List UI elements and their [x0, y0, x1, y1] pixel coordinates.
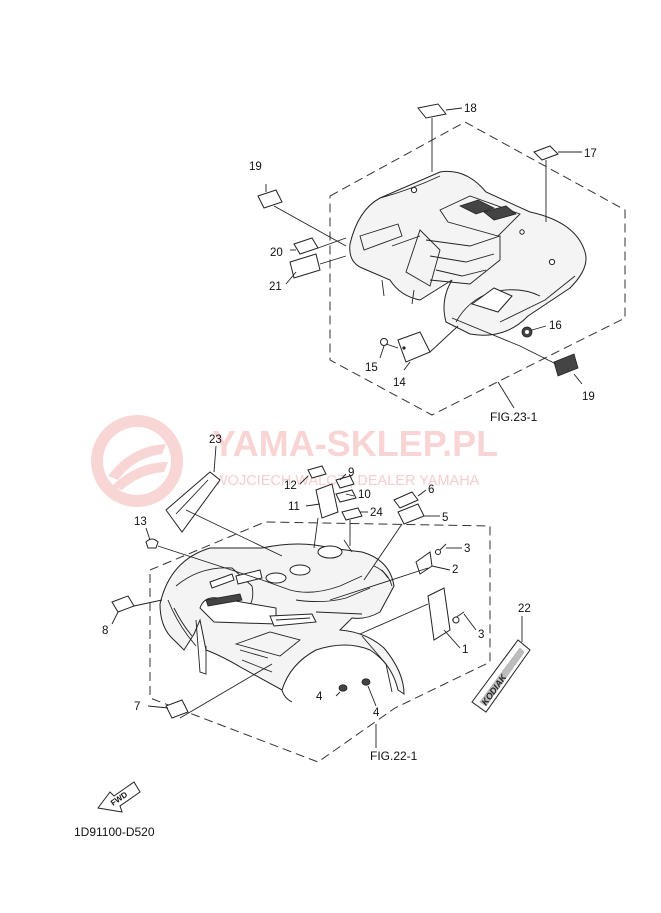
front-fender-group: KODIAK [102, 434, 531, 763]
panel-part-1 [427, 587, 451, 641]
callout-17: 17 [584, 148, 597, 160]
watermark-brand: YAMA-SKLEP.PL [212, 423, 498, 464]
rear-leaders [265, 107, 583, 409]
callout-4-left: 4 [316, 691, 323, 703]
callout-13: 13 [134, 516, 147, 528]
rear-fender-body [349, 170, 587, 347]
callout-7: 7 [134, 701, 140, 713]
cover-part-23 [165, 471, 221, 533]
callout-11: 11 [288, 501, 300, 513]
fwd-arrow-icon: FWD [97, 781, 141, 813]
rear-fender-group: 18 17 19 20 21 16 15 14 19 FIG.23-1 [249, 103, 626, 424]
decal-part-7 [165, 699, 189, 719]
nut-part-4-right [361, 678, 371, 686]
callout-14: 14 [393, 377, 406, 389]
decal-part-21 [289, 253, 321, 279]
decal-part-20 [293, 237, 319, 255]
callout-4-right: 4 [373, 707, 380, 719]
callout-12: 12 [284, 480, 297, 492]
reflector-part-19 [553, 353, 579, 377]
callout-5: 5 [442, 512, 448, 524]
bolt-part-3-upper [435, 543, 447, 555]
kodiak-decal-part-22: KODIAK [471, 639, 531, 713]
screw-part-15 [380, 338, 399, 349]
decal-part-8 [111, 595, 135, 613]
callout-1: 1 [462, 644, 468, 656]
callout-6: 6 [428, 484, 434, 496]
callout-19-lower: 19 [582, 391, 595, 403]
callout-19-upper: 19 [249, 161, 262, 173]
callout-24: 24 [370, 507, 383, 519]
callout-3-lower: 3 [478, 629, 484, 641]
nut-part-16 [521, 326, 533, 338]
fig-22-1-caption: FIG.22-1 [370, 749, 418, 763]
callout-9: 9 [348, 467, 354, 479]
callout-2: 2 [452, 564, 458, 576]
fig-23-1-caption: FIG.23-1 [490, 410, 538, 424]
cap-part-13 [145, 538, 159, 549]
decal-part-24 [341, 507, 363, 521]
callout-16: 16 [549, 320, 562, 332]
nut-part-4-left [338, 684, 348, 692]
decal-part-17 [533, 145, 559, 161]
callout-3-upper: 3 [464, 543, 470, 555]
bolt-part-3-lower [451, 611, 465, 624]
callout-15: 15 [365, 362, 378, 374]
callout-23: 23 [209, 434, 222, 446]
callout-21: 21 [269, 281, 282, 293]
decal-part-6 [393, 491, 419, 509]
decal-part-11 [315, 483, 339, 519]
callout-22: 22 [518, 603, 531, 615]
watermark-logo-icon [91, 415, 183, 507]
watermark: YAMA-SKLEP.PL WOJCIECH WALCZ | DEALER YA… [91, 415, 498, 507]
callout-18: 18 [464, 103, 477, 115]
drawing-code: 1D91100-D520 [74, 825, 155, 839]
callout-8: 8 [102, 625, 108, 637]
front-fender-body [159, 539, 405, 703]
decal-part-19-upper [257, 189, 283, 209]
decal-part-10 [335, 489, 357, 503]
decal-part-18 [417, 103, 447, 119]
callout-10: 10 [358, 489, 371, 501]
decal-part-12 [307, 465, 327, 479]
front-leaders [111, 445, 523, 748]
callout-20: 20 [270, 247, 283, 259]
